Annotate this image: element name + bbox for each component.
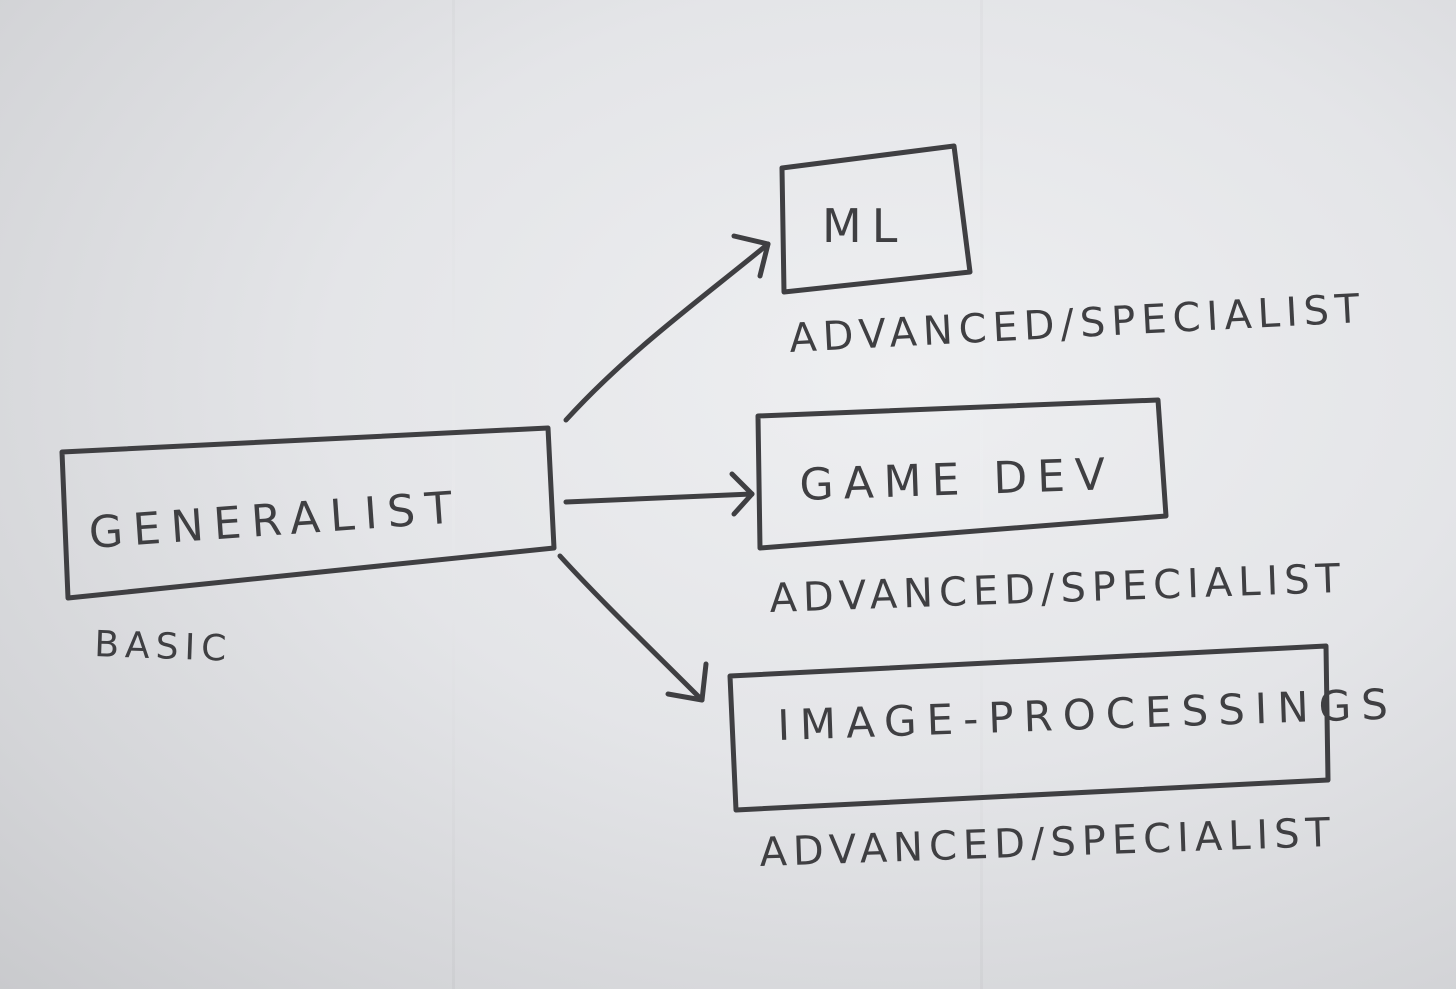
edge-generalist-to-game-dev-arrowhead bbox=[729, 471, 755, 517]
node-ml[interactable]: ML bbox=[779, 143, 973, 295]
node-generalist-level: BASIC bbox=[94, 624, 233, 670]
node-ml-level: ADVANCED/SPECIALIST bbox=[788, 286, 1366, 362]
node-game-dev-label: GAME DEV bbox=[799, 449, 1116, 511]
edge-generalist-to-game-dev-line bbox=[563, 491, 755, 505]
node-ml-label: ML bbox=[822, 199, 907, 253]
node-ml-box bbox=[779, 143, 973, 295]
node-generalist-label: GENERALIST bbox=[87, 482, 463, 559]
node-generalist-box bbox=[59, 425, 557, 601]
node-game-dev-level: ADVANCED/SPECIALIST bbox=[769, 556, 1347, 622]
node-game-dev-box bbox=[755, 397, 1169, 551]
edge-generalist-to-ml-arrowhead bbox=[731, 233, 771, 279]
node-image-processing[interactable]: IMAGE-PROCESSINGS bbox=[727, 643, 1399, 813]
edge-generalist-to-game-dev bbox=[563, 471, 755, 517]
edge-generalist-to-ml bbox=[563, 233, 771, 423]
node-image-processing-label: IMAGE-PROCESSINGS bbox=[777, 679, 1399, 750]
node-image-processing-box bbox=[727, 643, 1331, 813]
edge-generalist-to-image-processing bbox=[557, 553, 709, 703]
paper-crease bbox=[452, 0, 455, 989]
node-generalist[interactable]: GENERALIST bbox=[59, 425, 557, 601]
paper-crease bbox=[980, 0, 983, 989]
edge-generalist-to-image-processing-line bbox=[557, 553, 705, 703]
edge-generalist-to-image-processing-arrowhead bbox=[665, 661, 709, 703]
edge-generalist-to-ml-line bbox=[563, 241, 771, 423]
node-game-dev[interactable]: GAME DEV bbox=[755, 397, 1169, 551]
node-image-processing-level: ADVANCED/SPECIALIST bbox=[759, 810, 1337, 876]
